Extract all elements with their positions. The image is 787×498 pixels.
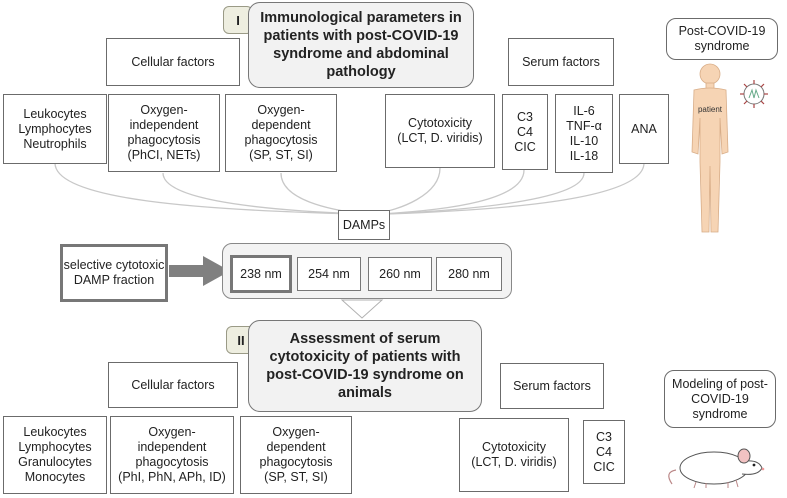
cellular-factors-header-1: Cellular factors: [106, 38, 240, 86]
box-line: CIC: [593, 459, 615, 474]
virus-icon: [740, 80, 768, 108]
box-line: (LCT, D. viridis): [471, 455, 557, 469]
box-line: dependent: [266, 440, 326, 454]
box-line: IL-10: [569, 133, 599, 148]
box-line: Leukocytes: [23, 425, 87, 439]
block-arrow-right-icon: [169, 256, 230, 286]
box-line: (PhI, PhN, APh, ID): [118, 470, 226, 484]
box-line: Oxygen-: [257, 103, 305, 117]
connector-il6: [383, 172, 585, 215]
box-line: C3: [517, 109, 533, 124]
box-line: CIC: [514, 139, 536, 154]
serum-factors-header-1: Serum factors: [508, 38, 614, 86]
connector-oxy-independent: [162, 172, 361, 215]
connector-leukocytes: [54, 162, 356, 215]
cytotoxicity-box-2: Cytotoxicity(LCT, D. viridis): [459, 418, 569, 492]
box-line: IL-6: [573, 103, 595, 118]
mouse-icon: [668, 448, 765, 489]
box-line: phagocytosis: [135, 455, 209, 469]
box-line: Lymphocytes: [18, 121, 92, 136]
serum-factors-header-2: Serum factors: [500, 363, 604, 409]
box-line: phagocytosis: [259, 455, 333, 469]
box-line: (PhCI, NETs): [127, 148, 201, 162]
box-line: Cytotoxicity: [482, 440, 546, 454]
box-line: Oxygen-: [272, 425, 320, 439]
connector-ana: [387, 162, 645, 215]
box-line: Oxygen-: [140, 103, 188, 117]
box-line: Leukocytes: [23, 106, 87, 121]
selective-fraction-box: selective cytotoxic DAMP fraction: [60, 244, 168, 302]
box-line: Lymphocytes: [18, 440, 92, 454]
wavelength-254: 254 nm: [297, 257, 361, 291]
box-line: C3: [596, 429, 612, 444]
box-line: phagocytosis: [244, 133, 318, 147]
box-line: C4: [596, 444, 612, 459]
connector-c3: [379, 169, 525, 215]
connector-cytotoxicity: [373, 167, 441, 215]
damps-box: DAMPs: [338, 210, 390, 240]
human-silhouette-icon: patient: [691, 63, 729, 233]
modeling-label: Modeling of post-COVID-19 syndrome: [664, 370, 776, 428]
box-line: independent: [129, 118, 199, 132]
cellular-factors-header-2: Cellular factors: [108, 362, 238, 408]
box-line: (LCT, D. viridis): [397, 131, 483, 145]
section-2-title: Assessment of serum cytotoxicity of pati…: [248, 320, 482, 412]
box-line: Cytotoxicity: [408, 116, 472, 130]
connector-oxy-dependent: [280, 172, 365, 215]
section-1-title: Immunological parameters in patients wit…: [248, 2, 474, 88]
wavelength-238: 238 nm: [230, 255, 292, 293]
cytotoxicity-box-1: Cytotoxicity(LCT, D. viridis): [385, 94, 495, 168]
box-line: phagocytosis: [127, 133, 201, 147]
box-line: (SP, ST, SI): [264, 470, 328, 484]
box-line: Neutrophils: [23, 136, 87, 151]
box-line: dependent: [251, 118, 311, 132]
box-line: C4: [517, 124, 533, 139]
box-line: independent: [137, 440, 207, 454]
box-line: Monocytes: [24, 470, 86, 484]
box-line: TNF-α: [566, 118, 602, 133]
box-line: ANA: [631, 121, 657, 136]
box-line: IL-18: [569, 148, 599, 163]
patient-label: patient: [698, 105, 723, 114]
down-chevron-arrow-icon: [340, 299, 384, 319]
box-line: Oxygen-: [148, 425, 196, 439]
ana-box-1: ANA: [619, 94, 669, 164]
wavelength-280: 280 nm: [436, 257, 502, 291]
wavelength-260: 260 nm: [368, 257, 432, 291]
box-line: Granulocytes: [18, 455, 92, 469]
box-line: (SP, ST, SI): [249, 148, 313, 162]
post-covid-label: Post-COVID-19 syndrome: [666, 18, 778, 60]
